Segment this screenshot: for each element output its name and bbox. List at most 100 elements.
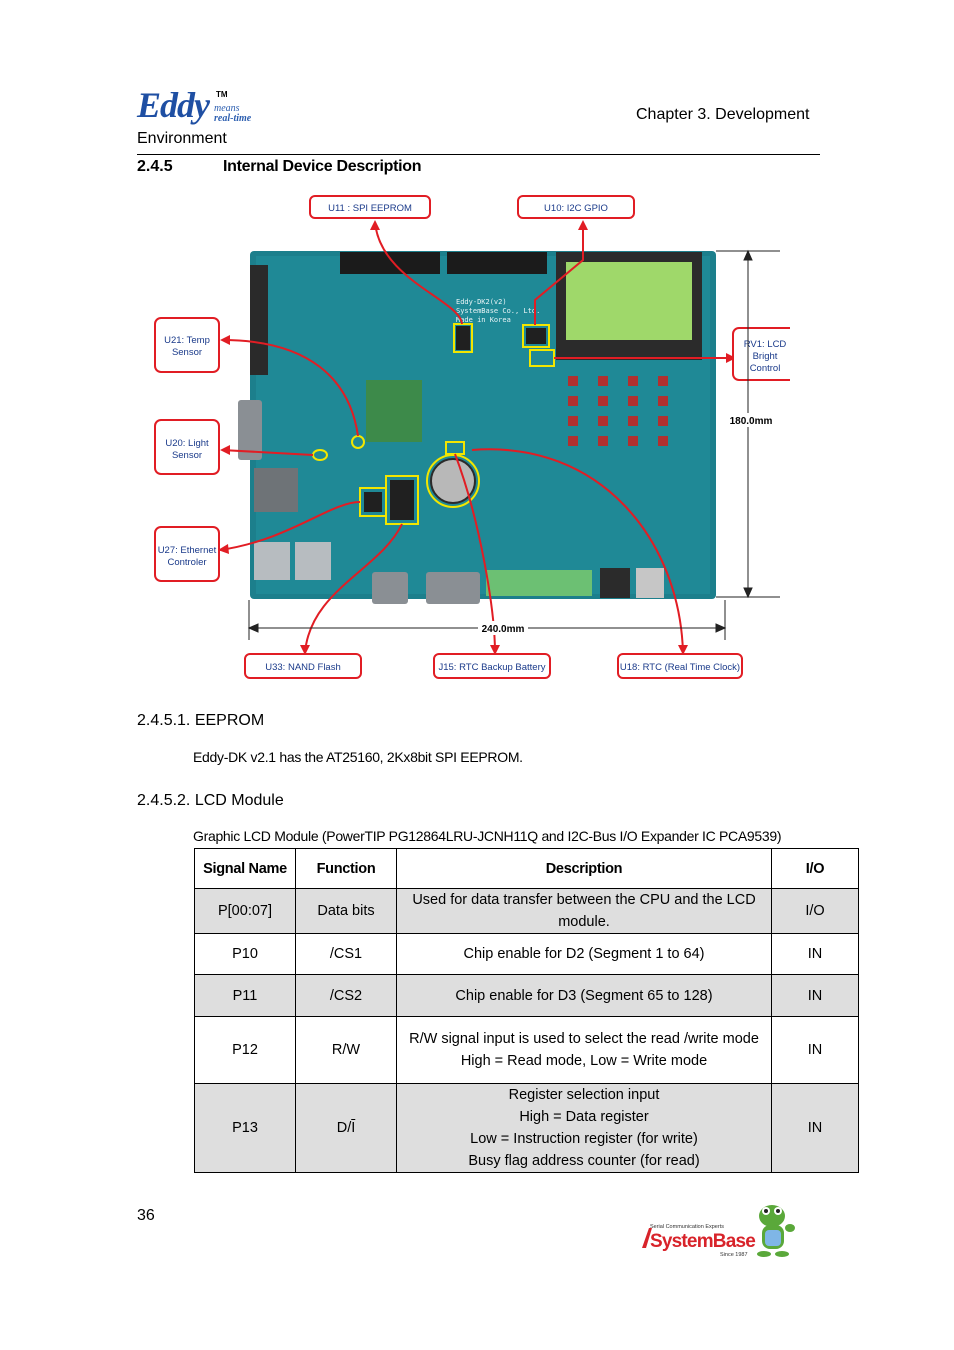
highlight-u18 (426, 454, 480, 508)
cell-signal: P11 (194, 974, 296, 1017)
eeprom-heading: 2.4.5.1. EEPROM (137, 712, 265, 729)
callout-u21-label-2: Sensor (172, 347, 202, 358)
callout-u18-box (617, 653, 743, 679)
board-silk-1: Eddy-DK2(v2) (456, 298, 507, 306)
dim-height-arrow-top (743, 249, 753, 261)
callout-j15-label: J15: RTC Backup Battery (438, 662, 545, 673)
callout-u27-label-2: Controler (167, 557, 206, 568)
chip-u27 (364, 492, 382, 512)
cell-description: Chip enable for D2 (Segment 1 to 64) (396, 933, 772, 975)
sd-card-slot (254, 468, 298, 512)
arrowhead-u20 (220, 445, 230, 455)
frog-mascot-icon (757, 1205, 795, 1257)
cell-io: IN (771, 974, 859, 1017)
cell-io: IN (771, 1016, 859, 1084)
callout-u21-box (154, 317, 220, 373)
header-divider (137, 154, 820, 155)
lcd-screen (566, 262, 692, 340)
arrowhead-u10 (578, 220, 588, 230)
cell-description: R/W signal input is used to select the r… (396, 1016, 772, 1084)
rj45-connector-1 (254, 542, 290, 580)
leader-u33 (304, 523, 403, 654)
button-matrix (568, 376, 668, 446)
eddy-logo: Eddy (137, 85, 210, 125)
callout-j15-box (433, 653, 551, 679)
leader-j15 (454, 453, 496, 654)
callout-u11-label: U11 : SPI EEPROM (328, 203, 412, 214)
arrowhead-u33 (300, 645, 310, 655)
leader-u20 (221, 449, 314, 456)
cell-function: D/I (295, 1083, 397, 1173)
cell-function: /CS2 (295, 974, 397, 1017)
table-header-description: Description (396, 848, 772, 889)
highlight-u11 (453, 323, 473, 353)
section-title: Internal Device Description (223, 158, 422, 175)
cell-io: IN (771, 933, 859, 975)
cell-function: /CS1 (295, 933, 397, 975)
leader-u18 (471, 448, 684, 654)
leader-u21 (221, 339, 359, 437)
dim-height-arrow-bottom (743, 587, 753, 599)
chip-u11 (456, 326, 470, 350)
callout-u20-box (154, 419, 220, 475)
cell-io: IN (771, 1083, 859, 1173)
callout-rv1-box (732, 327, 790, 381)
callout-u11-box (309, 195, 431, 219)
cell-signal: P13 (194, 1083, 296, 1173)
eddy-logo-tagline: means real-time (214, 104, 251, 124)
dim-width-label-bg (478, 621, 528, 635)
table-row: P11 /CS2 Chip enable for D3 (Segment 65 … (194, 974, 859, 1017)
table-header-row: Signal Name Function Description I/O (194, 848, 859, 889)
chapter-title-wrap: Environment (137, 130, 227, 147)
systembase-tagline: Serial Communication Experts (650, 1224, 724, 1230)
cell-description: Register selection input High = Data reg… (396, 1083, 772, 1173)
table-row: P10 /CS1 Chip enable for D2 (Segment 1 t… (194, 933, 859, 975)
cell-signal: P[00:07] (194, 888, 296, 934)
board-diagram: Eddy-DK2(v2) SystemBase Co., Ltd. Made i… (154, 195, 790, 679)
systembase-mark (642, 1228, 652, 1248)
usb-connector (636, 568, 664, 598)
callout-rv1-label-3: Control (750, 363, 781, 374)
arrowhead-u27 (218, 544, 229, 554)
arrowhead-rv1 (726, 353, 736, 363)
callout-u33-box (244, 653, 362, 679)
cpu-module (366, 380, 422, 442)
callout-u20-label-2: Sensor (172, 450, 202, 461)
cell-signal: P10 (194, 933, 296, 975)
callout-u27-box (154, 526, 220, 582)
cell-io: I/O (771, 888, 859, 934)
chip-u10 (526, 328, 546, 344)
dim-width-arrow-left (247, 623, 259, 633)
callout-boxes (154, 195, 790, 679)
eeprom-text: Eddy-DK v2.1 has the AT25160, 2Kx8bit SP… (193, 749, 523, 765)
callout-u20-label-1: U20: Light (165, 438, 209, 449)
callout-u33-label: U33: NAND Flash (265, 662, 341, 673)
cell-function: Data bits (295, 888, 397, 934)
pin-header-2 (447, 252, 547, 274)
table-row: P12 R/W R/W signal input is used to sele… (194, 1016, 859, 1084)
dim-width-label: 240.0mm (482, 624, 525, 635)
systembase-logo: Serial Communication Experts SystemBase … (642, 1205, 795, 1258)
db9-connector-left (238, 400, 262, 460)
table-header-signal: Signal Name (194, 848, 296, 889)
arrowhead-u21 (220, 335, 230, 345)
arrowhead-u11 (370, 220, 380, 230)
eddy-logo-tm: TM (216, 90, 228, 99)
pin-header-1 (340, 252, 440, 274)
systembase-name: SystemBase (650, 1231, 755, 1252)
arrowhead-u18 (678, 645, 688, 655)
callout-u27-label-1: U27: Ethernet (158, 545, 217, 556)
leader-u11 (374, 221, 463, 325)
table-header-io: I/O (771, 848, 859, 889)
eddy-logo-tagline-2: real-time (214, 113, 252, 124)
callout-rv1-label-2: Bright (753, 351, 778, 362)
eddy-logo-tagline-1: means (214, 103, 240, 114)
leader-u27 (219, 501, 361, 551)
board-silk-2: SystemBase Co., Ltd. (456, 307, 540, 315)
cell-signal: P12 (194, 1016, 296, 1084)
section-number: 2.4.5 (137, 158, 173, 175)
rtc-battery (430, 458, 476, 504)
table-row: P13 D/I Register selection input High = … (194, 1083, 859, 1173)
page-number: 36 (137, 1207, 155, 1224)
rj45-connector-2 (295, 542, 331, 580)
